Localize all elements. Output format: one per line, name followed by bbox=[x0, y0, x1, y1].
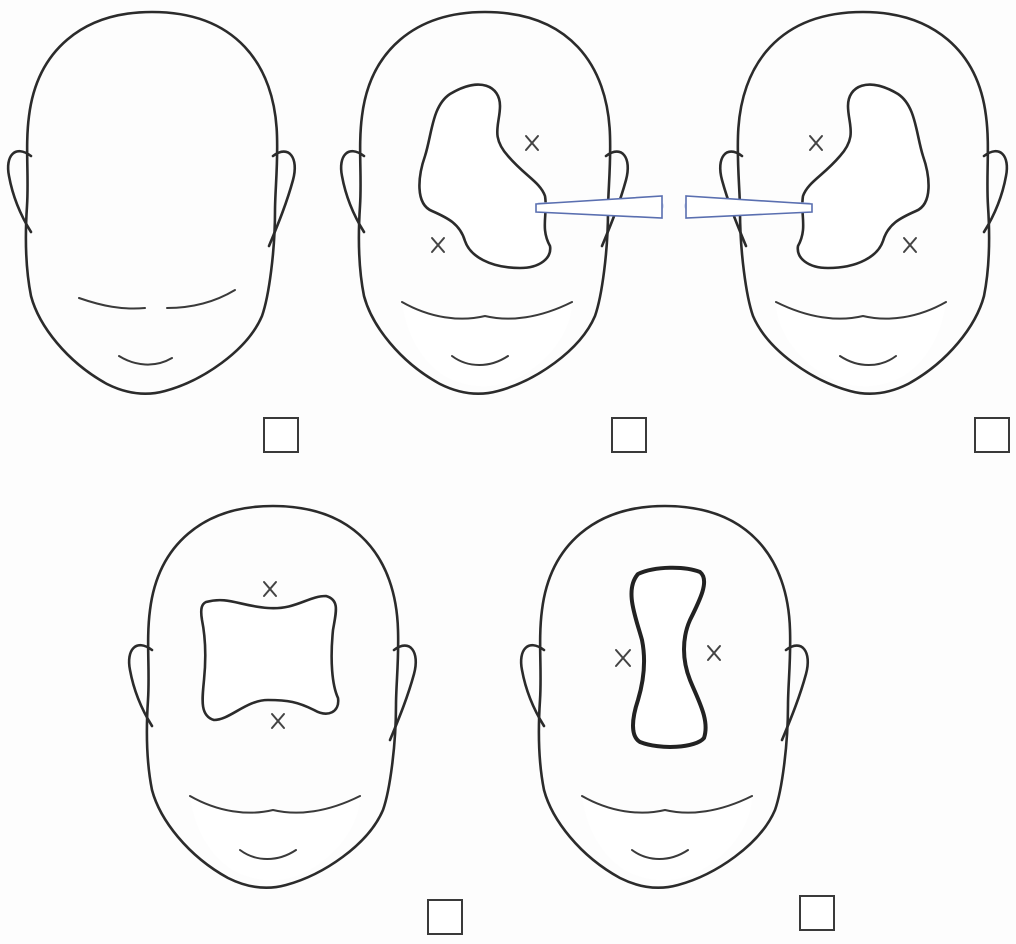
treatment-zone-5 bbox=[631, 568, 705, 747]
brow-right bbox=[167, 290, 235, 308]
checkbox-5[interactable] bbox=[800, 896, 834, 930]
treatment-zone-3 bbox=[798, 85, 929, 268]
brow-left bbox=[79, 298, 145, 309]
head-3 bbox=[686, 12, 1007, 394]
head-1 bbox=[8, 12, 295, 394]
checkbox-3[interactable] bbox=[975, 418, 1009, 452]
probe-3 bbox=[686, 196, 812, 218]
treatment-zone-2 bbox=[419, 85, 550, 268]
chin-line bbox=[119, 356, 172, 365]
head-5 bbox=[521, 506, 808, 888]
checkbox-1[interactable] bbox=[264, 418, 298, 452]
probe-2 bbox=[536, 196, 662, 218]
treatment-zone-4 bbox=[201, 596, 338, 720]
head-2 bbox=[341, 12, 662, 394]
checkbox-4[interactable] bbox=[428, 900, 462, 934]
checkbox-2[interactable] bbox=[612, 418, 646, 452]
head-4 bbox=[129, 506, 416, 888]
